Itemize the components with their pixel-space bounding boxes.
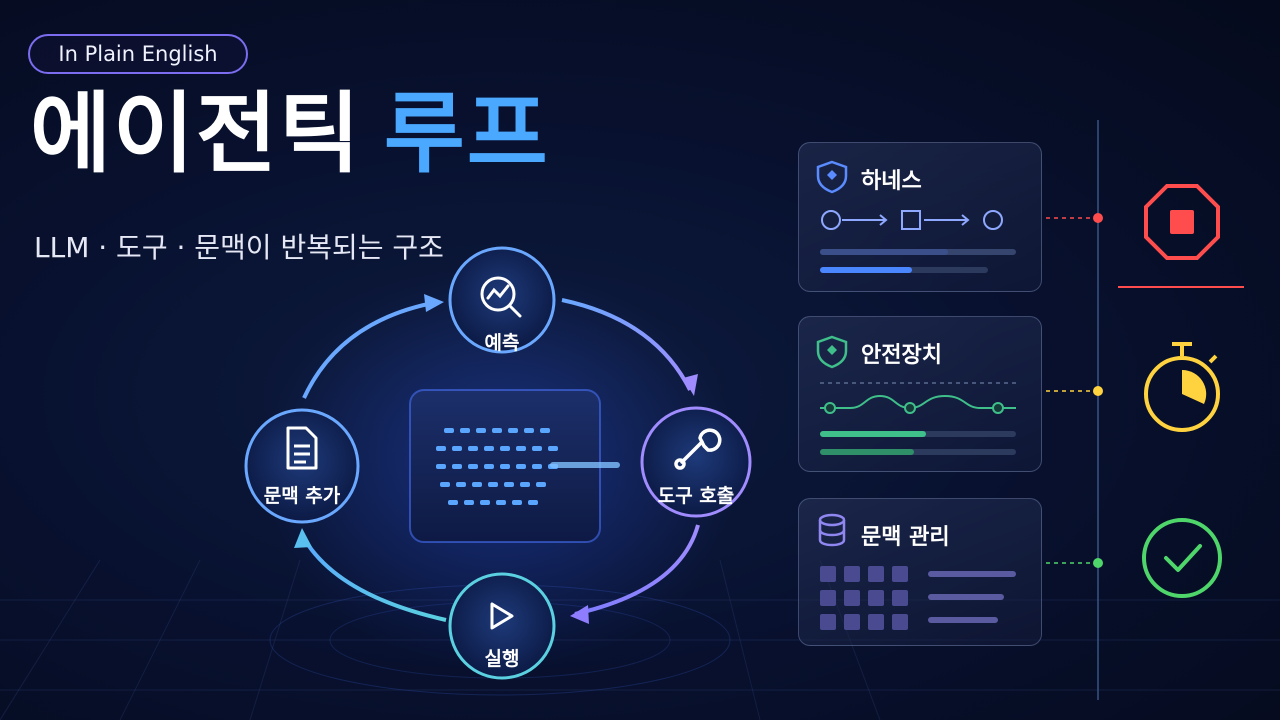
rail-dot-context-management	[1093, 558, 1103, 568]
node-execute	[448, 572, 556, 680]
list-line	[928, 594, 1004, 600]
node-predict	[448, 246, 556, 354]
stop-icon	[1144, 184, 1220, 260]
wrench-icon	[674, 428, 722, 470]
llm-center-panel	[409, 389, 620, 543]
signal-wave	[820, 394, 1016, 410]
card-safeguards: 안전장치	[798, 316, 1042, 472]
flow-steps	[821, 210, 1003, 230]
list-line	[928, 617, 998, 623]
data-grid	[820, 566, 908, 630]
arrowhead-tool	[683, 374, 698, 396]
progress-fill	[820, 449, 914, 455]
progress-fill	[820, 431, 926, 437]
arc-execute-to-context	[300, 534, 447, 622]
list-line	[928, 571, 1016, 577]
card-title-context-management: 문맥 관리	[861, 525, 950, 550]
arrowhead-predict	[424, 294, 444, 312]
shield-icon	[816, 160, 848, 194]
progress-fill	[820, 249, 948, 255]
card-title-harness: 하네스	[861, 169, 922, 194]
rail-dot-safeguards	[1093, 386, 1103, 396]
arrowhead-context	[294, 528, 312, 548]
node-label-tool-call: 도구 호출	[657, 485, 735, 507]
node-add-context	[244, 408, 360, 524]
chart-search-icon	[480, 276, 522, 318]
play-icon	[490, 602, 514, 630]
node-label-execute: 실행	[484, 648, 520, 670]
arrowhead-execute	[570, 605, 589, 624]
arc-tool-to-execute	[574, 524, 700, 616]
rail-dot-harness	[1093, 213, 1103, 223]
shield-icon	[816, 335, 848, 369]
arc-context-to-predict	[302, 300, 439, 399]
node-label-add-context: 문맥 추가	[263, 485, 341, 507]
page-subtitle: LLM · 도구 · 문맥이 반복되는 구조	[34, 231, 444, 264]
document-icon	[286, 426, 318, 470]
check-icon	[1142, 518, 1222, 598]
title-part-white: 에이전틱	[30, 82, 362, 185]
title-part-blue: 루프	[383, 82, 550, 185]
node-tool-call	[640, 406, 752, 518]
timer-icon	[1144, 342, 1220, 432]
arc-predict-to-tool	[561, 298, 692, 391]
card-title-safeguards: 안전장치	[861, 343, 942, 368]
node-label-predict: 예측	[484, 332, 520, 354]
progress-fill	[820, 267, 912, 273]
database-icon	[818, 513, 846, 547]
series-badge: In Plain English	[28, 34, 248, 74]
